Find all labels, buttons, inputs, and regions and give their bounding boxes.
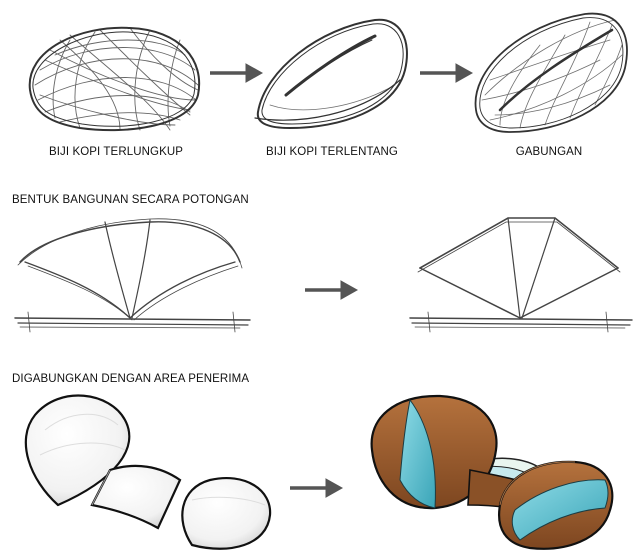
bean-face-down-sketch (30, 28, 199, 130)
section-sketch-angular (410, 218, 632, 332)
arrow-2 (420, 64, 472, 82)
label-bean-face-down: BIJI KOPI TERLUNGKUP (49, 146, 183, 158)
arrow-4 (290, 479, 342, 497)
massing-title: DIGABUNGKAN DENGAN AREA PENERIMA (12, 373, 249, 385)
bean-face-up-sketch (255, 20, 407, 128)
brown-combined-model (372, 396, 613, 549)
white-dome-right (182, 478, 270, 549)
arrow-3 (305, 281, 357, 299)
arrow-1 (210, 64, 262, 82)
section-sketch-curved (15, 219, 250, 332)
label-combined: GABUNGAN (516, 146, 583, 158)
bean-combined-sketch (476, 14, 627, 132)
section-title: BENTUK BANGUNAN SECARA POTONGAN (12, 194, 249, 206)
label-bean-face-up: BIJI KOPI TERLENTANG (266, 146, 398, 158)
